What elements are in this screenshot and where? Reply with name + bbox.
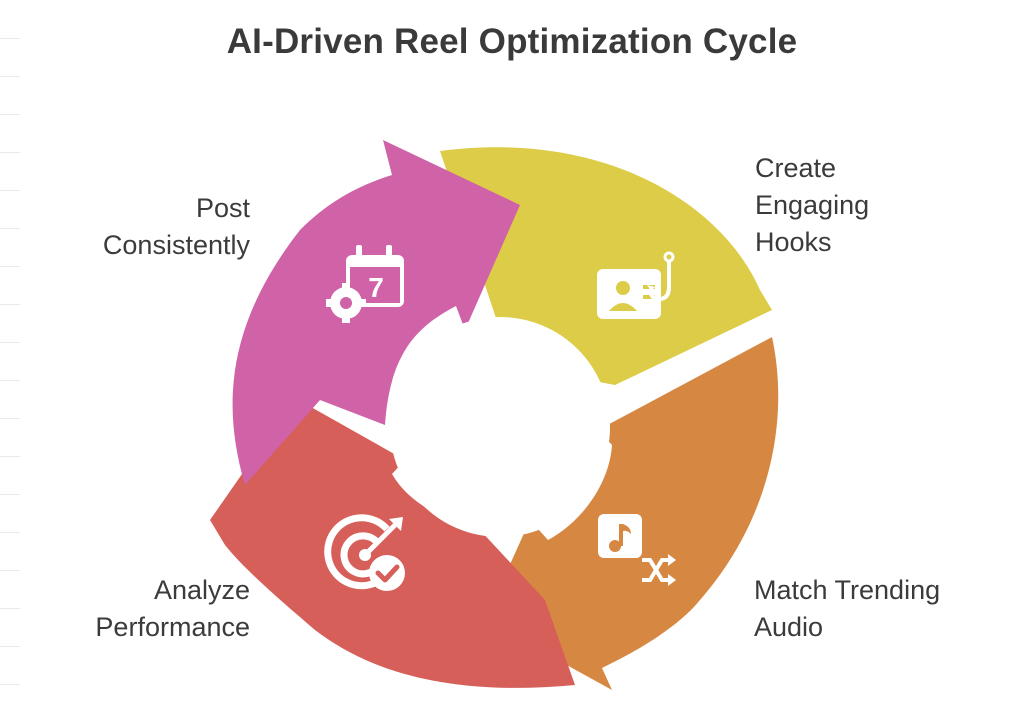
music-note-shuffle-icon: [598, 514, 676, 586]
edge-rule: [0, 532, 20, 533]
label-line: Create: [755, 153, 837, 183]
label-line: Engaging: [755, 190, 870, 220]
target-arrow-check-icon: [324, 514, 405, 591]
diagram-title: AI-Driven Reel Optimization Cycle: [226, 22, 798, 61]
label-line: Performance: [95, 612, 250, 642]
label-line: Analyze: [153, 575, 250, 605]
portrait-fish-hook-icon: [597, 251, 675, 319]
edge-rule: [0, 76, 20, 77]
edge-rule: [0, 152, 20, 153]
label-line: Post: [195, 193, 250, 223]
edge-rule: [0, 266, 20, 267]
calendar-gear-icon: 7: [326, 245, 404, 323]
cycle-center: [390, 317, 610, 537]
edge-rule: [0, 608, 20, 609]
label-line: Audio: [754, 612, 824, 642]
edge-rule: [0, 570, 20, 571]
edge-rule: [0, 646, 20, 647]
label-line: Match Trending: [754, 575, 941, 605]
edge-rule: [0, 494, 20, 495]
label-line: Consistently: [102, 230, 250, 260]
label-post: Post Consistently: [103, 190, 250, 264]
edge-rule: [0, 456, 20, 457]
segment-analyze: [210, 398, 575, 688]
calendar-day-text: 7: [368, 272, 384, 303]
segment-post: [232, 140, 520, 485]
label-create-hooks: Create Engaging Hooks: [755, 150, 869, 261]
edge-rule: [0, 228, 20, 229]
edge-rule: [0, 190, 20, 191]
edge-rule: [0, 380, 20, 381]
label-line: Hooks: [755, 227, 832, 257]
edge-rule: [0, 342, 20, 343]
edge-rule: [0, 418, 20, 419]
label-analyze: Analyze Performance: [95, 572, 250, 646]
edge-rule: [0, 38, 20, 39]
label-trending-audio: Match Trending Audio: [754, 572, 940, 646]
segment-trending-audio: [485, 337, 779, 690]
edge-rule: [0, 684, 20, 685]
edge-rule: [0, 304, 20, 305]
edge-rule: [0, 114, 20, 115]
